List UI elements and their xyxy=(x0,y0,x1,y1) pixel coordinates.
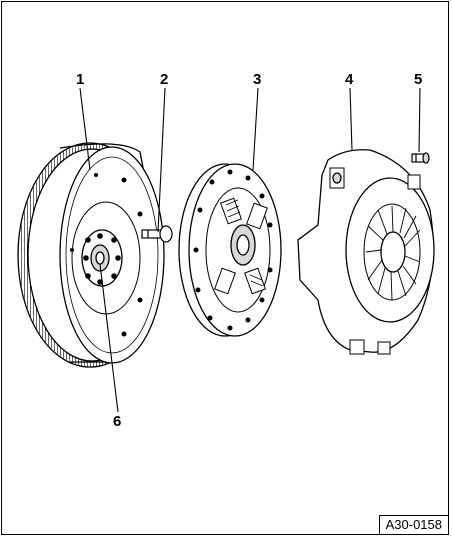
leader-lines xyxy=(79,87,421,413)
clutch-disc xyxy=(178,163,282,337)
callout-6: 6 xyxy=(113,413,121,430)
callout-3: 3 xyxy=(253,71,261,88)
callout-4: 4 xyxy=(345,71,354,88)
pressure-plate-bolt xyxy=(411,152,430,164)
callout-2: 2 xyxy=(160,71,168,88)
bolt xyxy=(141,225,173,243)
callout-5: 5 xyxy=(414,71,422,88)
callout-1: 1 xyxy=(76,71,84,88)
flywheel xyxy=(17,142,165,368)
pressure-plate xyxy=(297,149,435,355)
reference-code: A30-0158 xyxy=(378,515,449,535)
